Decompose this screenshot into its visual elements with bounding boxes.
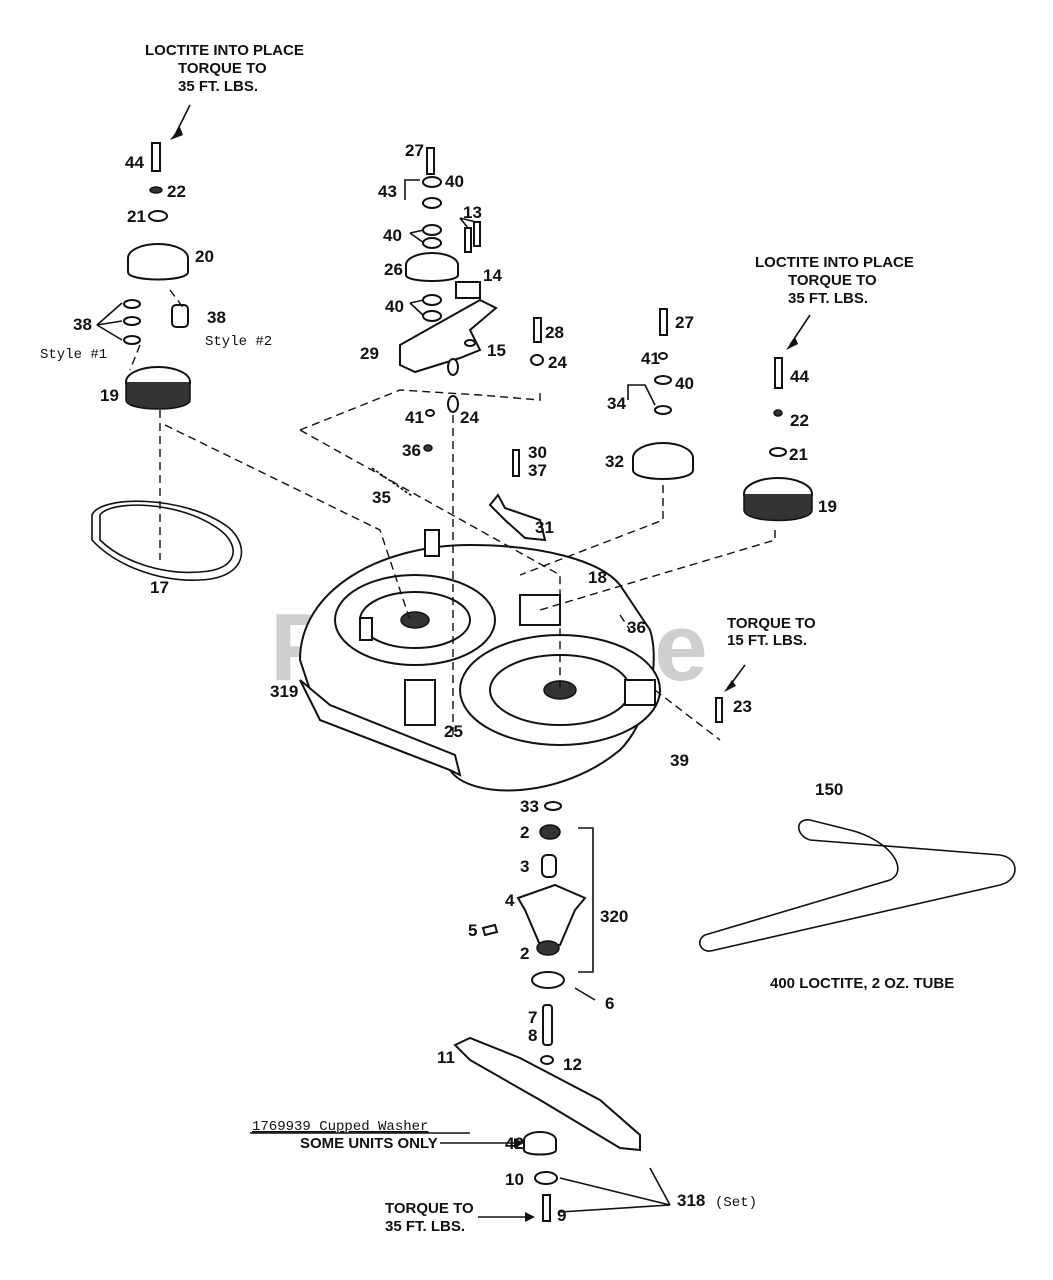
- callout: 9: [557, 1206, 566, 1225]
- callout: 10: [505, 1170, 524, 1189]
- callout: 18: [588, 568, 607, 587]
- callout: 29: [360, 344, 379, 363]
- callout: 21: [789, 445, 808, 464]
- callout: 8: [528, 1026, 537, 1045]
- callout: 44: [125, 153, 144, 172]
- callout: 38: [73, 315, 92, 334]
- callout: 35: [372, 488, 391, 507]
- callout: 11: [437, 1048, 455, 1067]
- spring: [371, 467, 413, 497]
- note-torque-15-line2: 15 FT. LBS.: [727, 632, 807, 649]
- leader-lines: [96, 104, 811, 1222]
- callout: 27: [405, 141, 424, 160]
- callout: 3: [520, 857, 529, 876]
- callout: 24: [460, 408, 479, 427]
- callout: 32: [605, 452, 624, 471]
- callout: 34: [607, 394, 626, 413]
- callout: 40: [675, 374, 694, 393]
- callout: 33: [520, 797, 539, 816]
- callout: 25: [444, 722, 463, 741]
- callout: 41: [641, 349, 660, 368]
- callout: 22: [790, 411, 809, 430]
- callout: 36: [402, 441, 421, 460]
- part-number-callouts: 44 22 21 20 38 38 19 17 27 40 43 13 40 2…: [73, 141, 843, 1225]
- callout: 39: [670, 751, 689, 770]
- callout: 44: [790, 367, 809, 386]
- note-top-right-line1: LOCTITE INTO PLACE: [755, 254, 914, 271]
- callout: 40: [445, 172, 464, 191]
- callout: 41: [405, 408, 424, 427]
- callout: 36: [627, 618, 646, 637]
- callout: 40: [385, 297, 404, 316]
- callout: 40: [383, 226, 402, 245]
- callout: 37: [528, 461, 547, 480]
- note-top-right-line2: TORQUE TO: [788, 272, 877, 289]
- note-top-left-line1: LOCTITE INTO PLACE: [145, 42, 304, 59]
- callout: 7: [528, 1008, 537, 1027]
- note-torque-bottom-line1: TORQUE TO: [385, 1200, 474, 1217]
- callout: 42: [505, 1134, 524, 1153]
- assembly-dashed-lines: [129, 289, 776, 741]
- callout: 21: [127, 207, 146, 226]
- callout: 30: [528, 443, 547, 462]
- note-torque-bottom-line2: 35 FT. LBS.: [385, 1218, 465, 1235]
- callout: 31: [535, 518, 554, 537]
- label-set: (Set): [715, 1195, 757, 1211]
- label-style-2: Style #2: [205, 334, 272, 350]
- label-style-1: Style #1: [40, 347, 107, 363]
- callout: 23: [733, 697, 752, 716]
- callout: 318: [677, 1191, 705, 1210]
- callout: 14: [483, 266, 502, 285]
- note-torque-15-line1: TORQUE TO: [727, 615, 816, 632]
- note-top-left-line2: TORQUE TO: [178, 60, 267, 77]
- left-pulley-stack: [123, 142, 191, 410]
- callout: 22: [167, 182, 186, 201]
- callout: 26: [384, 260, 403, 279]
- callout: 13: [463, 203, 482, 222]
- callout: 27: [675, 313, 694, 332]
- callout: 320: [600, 907, 628, 926]
- mower-deck-housing: [298, 529, 661, 792]
- v-belt: [699, 819, 1016, 952]
- mower-blade: [453, 1036, 641, 1222]
- note-loctite-tube: 400 LOCTITE, 2 OZ. TUBE: [770, 975, 954, 992]
- callout: 2: [520, 823, 529, 842]
- callout: 6: [605, 994, 614, 1013]
- note-top-left-line3: 35 FT. LBS.: [178, 78, 258, 95]
- callout: 17: [150, 578, 169, 597]
- note-top-right-line3: 35 FT. LBS.: [788, 290, 868, 307]
- right-pulley-stack: [715, 357, 813, 723]
- right-idler-pulley: [627, 308, 694, 480]
- spindle-assembly: [481, 801, 594, 1065]
- center-idler-assembly: [399, 147, 544, 452]
- callout: 20: [195, 247, 214, 266]
- callout: 15: [487, 341, 506, 360]
- callout: 5: [468, 921, 477, 940]
- note-cupped-washer: 1769939 Cupped Washer: [252, 1119, 428, 1135]
- callout: 12: [563, 1055, 582, 1074]
- callout: 319: [270, 682, 298, 701]
- timing-belt: [91, 500, 243, 581]
- callout: 4: [505, 891, 515, 910]
- callout: 28: [545, 323, 564, 342]
- note-some-units: SOME UNITS ONLY: [300, 1135, 438, 1152]
- callout: 2: [520, 944, 529, 963]
- bracket-31: [488, 449, 547, 542]
- callout: 24: [548, 353, 567, 372]
- callout: 38: [207, 308, 226, 327]
- callout: 150: [815, 780, 843, 799]
- callout: 19: [818, 497, 837, 516]
- callout: 19: [100, 386, 119, 405]
- callout: 43: [378, 182, 397, 201]
